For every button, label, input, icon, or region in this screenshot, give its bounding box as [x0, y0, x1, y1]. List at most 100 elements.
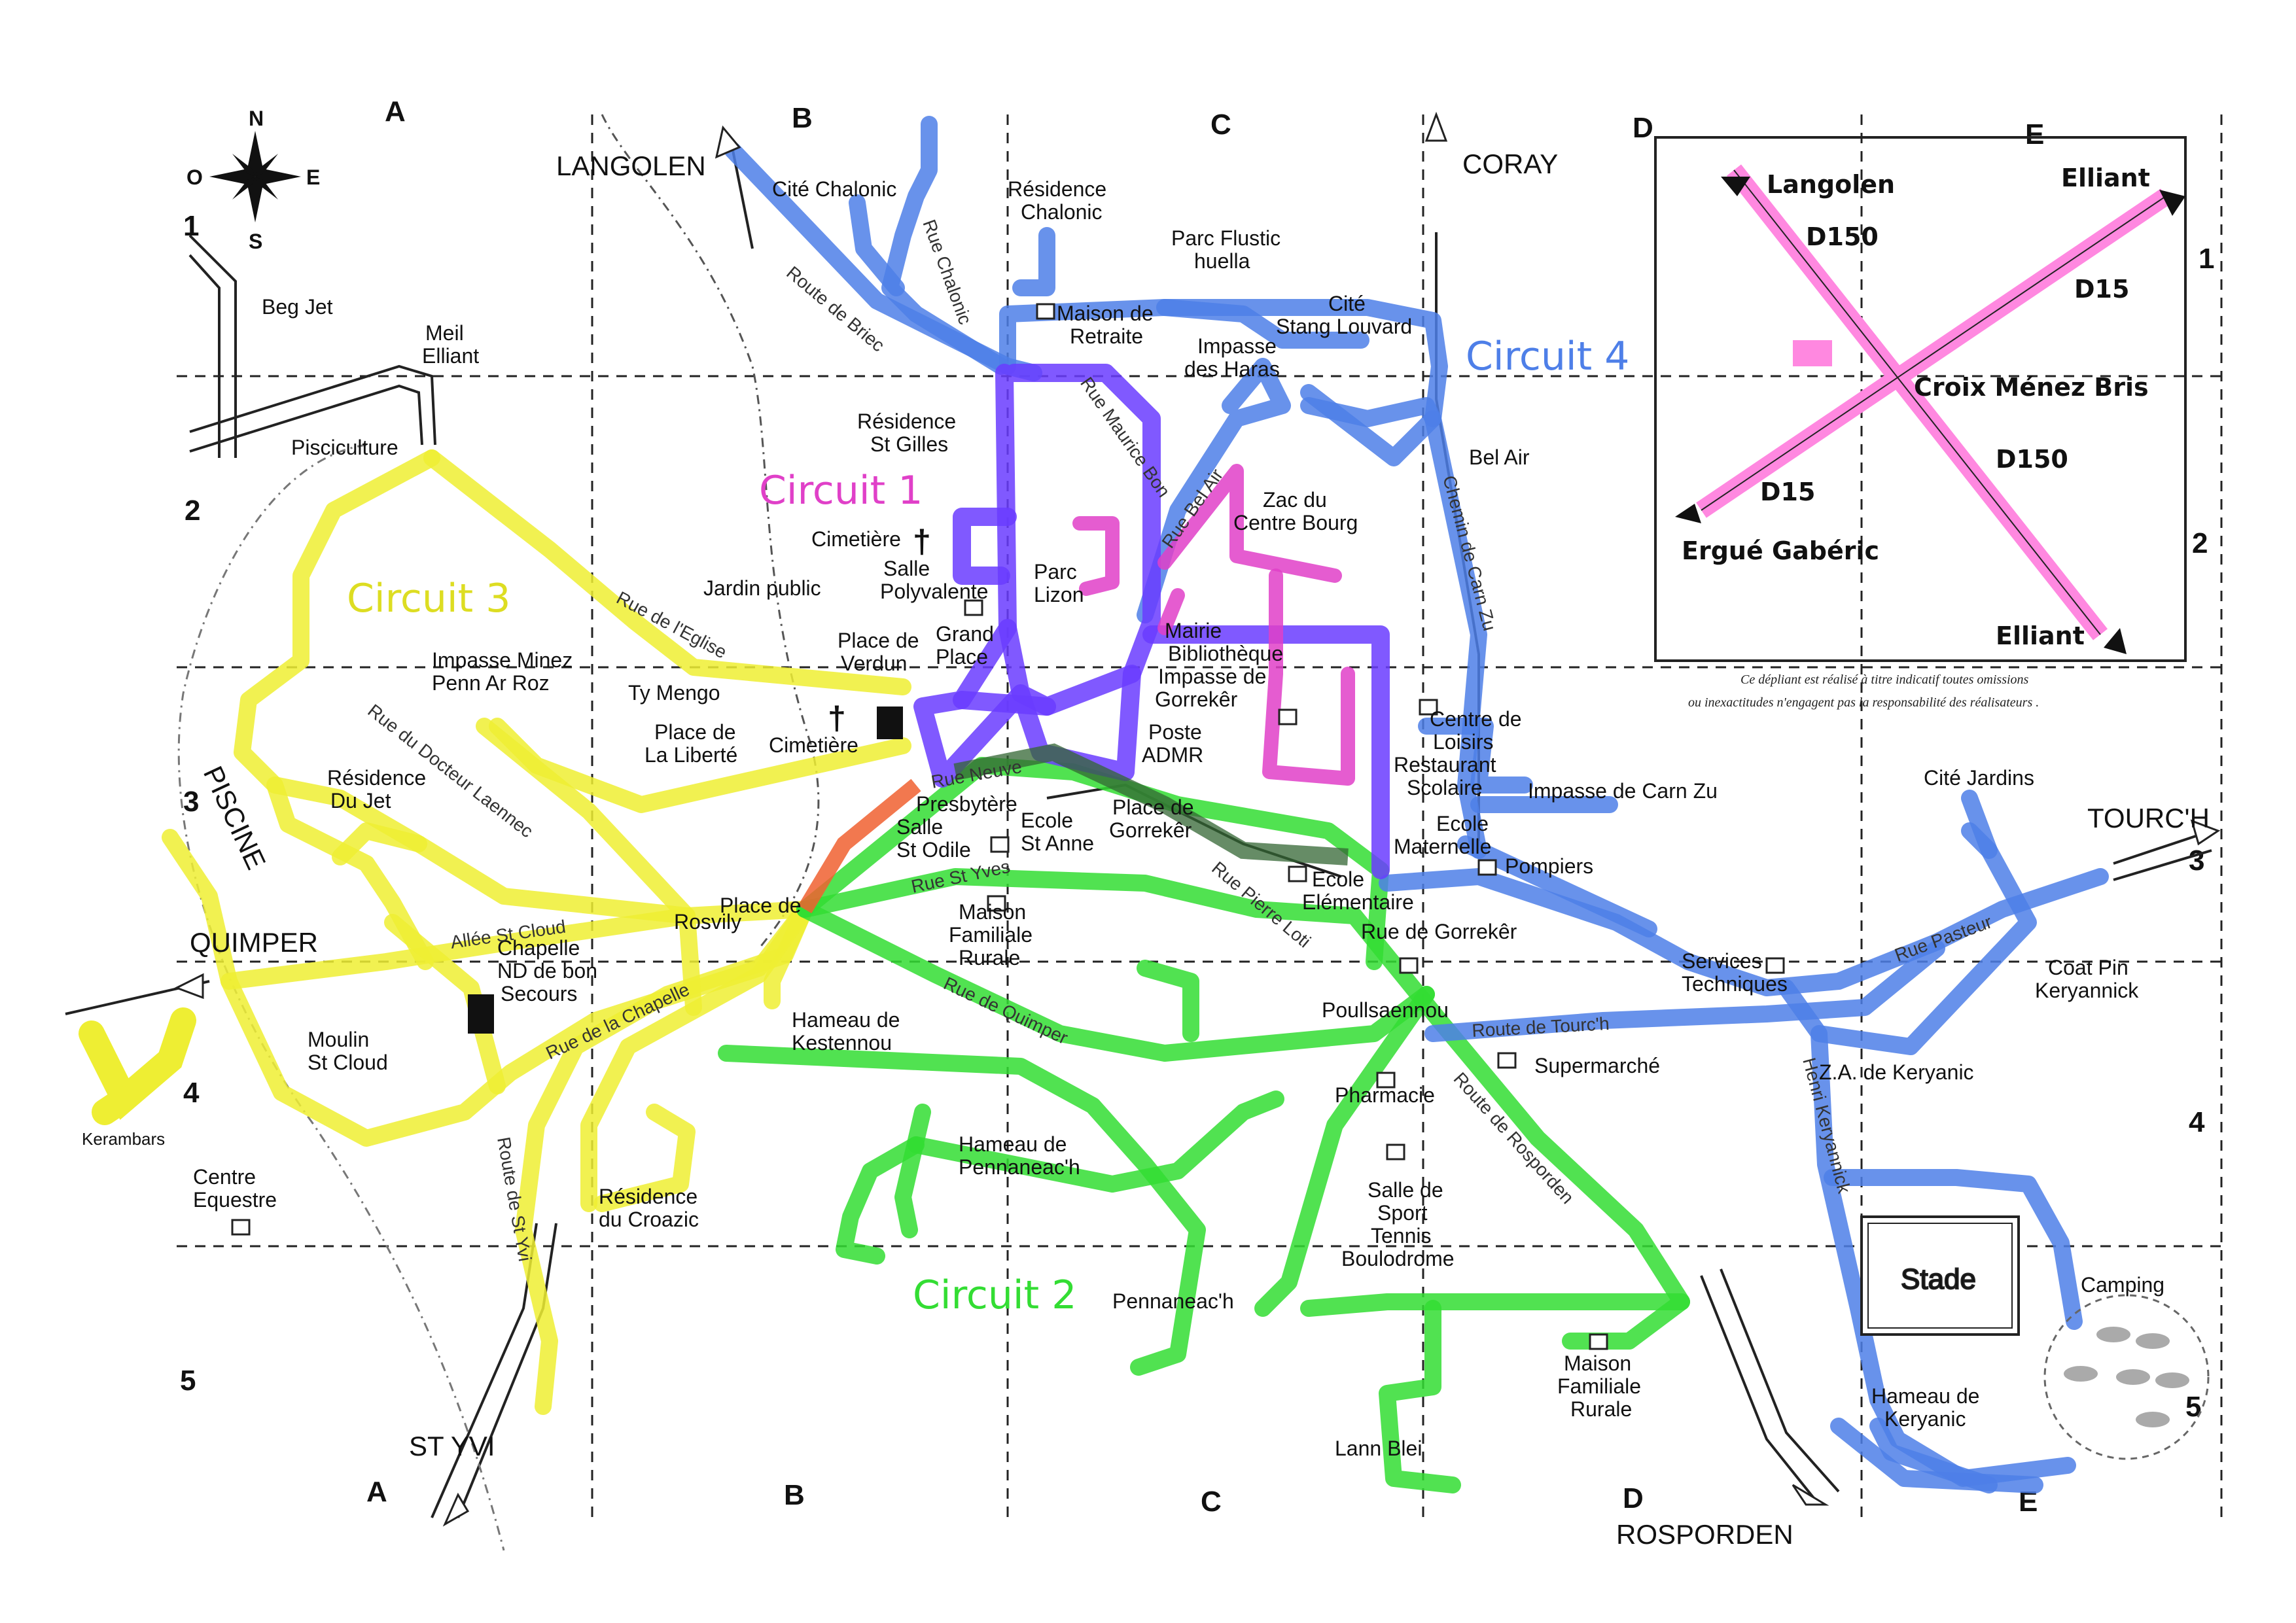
place-maison-fam-3: Rurale — [959, 946, 1020, 969]
circuit-connector-orange — [798, 778, 921, 914]
dest-coray: CORAY — [1462, 148, 1558, 179]
place-salle-odile-2: St Odile — [896, 838, 971, 862]
circuit-2-label: Circuit 2 — [913, 1272, 1076, 1318]
place-hameau-kest-1: Hameau de — [792, 1008, 900, 1032]
arrow-st-yvi-icon — [442, 1492, 470, 1527]
arrow-langolen-icon — [715, 125, 741, 159]
grid-col-c-top: C — [1210, 109, 1231, 141]
arrow-elliant-bottom-icon — [2104, 628, 2127, 654]
place-maison-fam-b-2: Familiale — [1557, 1374, 1641, 1398]
place-poste-2: ADMR — [1142, 743, 1203, 767]
cross-icon-2: † — [828, 700, 846, 737]
place-impasse-minez-1: Impasse Minez — [432, 648, 573, 672]
disclaimer-line-2: ou inexactitudes n'engagent pas la respo… — [1688, 695, 2039, 710]
place-hameau-penn-2: Pennaneac'h — [959, 1155, 1080, 1179]
circuit-1-label: Circuit 1 — [759, 468, 923, 514]
stade-label: Stade — [1901, 1263, 1976, 1295]
place-impasse-haras-2: des Haras — [1184, 357, 1280, 381]
place-chapelle-1: Chapelle — [497, 936, 580, 960]
place-services-1: Services — [1682, 949, 1762, 973]
stadium-icon — [1860, 1215, 2020, 1336]
place-cimetiere-2: Cimetière — [769, 733, 858, 757]
place-zac-1: Zac du — [1263, 488, 1327, 512]
place-hameau-kest-2: Kestennou — [792, 1031, 892, 1055]
place-place-rosvily-1: Place de — [720, 894, 802, 917]
place-parc-lizon-2: Lizon — [1034, 583, 1084, 606]
dest-rosporden: ROSPORDEN — [1616, 1519, 1793, 1550]
inset-croix: Croix Ménez Bris — [1914, 373, 2149, 402]
inset-junction-diagram: Langolen D150 Elliant D15 Croix Ménez Br… — [1654, 136, 2187, 662]
inset-d150-top: D150 — [1806, 222, 1879, 251]
place-maison-fam-1: Maison — [959, 900, 1026, 924]
place-pharmacie: Pharmacie — [1335, 1083, 1435, 1107]
place-salle-sport-4: Boulodrome — [1341, 1247, 1455, 1270]
place-beg-jet: Beg Jet — [262, 295, 333, 319]
grid-labels: A B C D E A B C D E 1 2 3 4 5 1 2 3 4 5 — [180, 96, 2214, 1518]
place-impasse-haras-1: Impasse — [1197, 334, 1277, 358]
place-ecole-anne-1: Ecole — [1021, 809, 1073, 832]
place-residence-jet-2: Du Jet — [330, 789, 391, 812]
place-ecole-mat-2: Maternelle — [1394, 835, 1491, 858]
place-maison-retraite-2: Retraite — [1070, 324, 1143, 348]
circuit-3-label: Circuit 3 — [347, 576, 510, 621]
compass-s: S — [249, 230, 262, 253]
place-parc-flustic-2: huella — [1194, 249, 1250, 273]
place-mairie: Mairie — [1165, 619, 1222, 642]
grid-row-4-right: 4 — [2189, 1106, 2205, 1138]
grid-col-d-bottom: D — [1623, 1482, 1644, 1514]
circuit-4-route — [724, 116, 2109, 1493]
circuit-1-pink — [1072, 464, 1355, 786]
place-pennaneach: Pennaneac'h — [1112, 1289, 1234, 1313]
disclaimer-line-1: Ce dépliant est réalisé à titre indicati… — [1740, 672, 2029, 687]
place-centre-equestre-1: Centre — [193, 1165, 256, 1189]
inset-d15-bottom: D15 — [1760, 478, 1815, 506]
place-place-rosvily-2: Rosvily — [674, 910, 741, 934]
circuit-3-route — [162, 449, 911, 1415]
place-place-liberte-1: Place de — [654, 720, 736, 744]
grid-row-2-right: 2 — [2192, 527, 2208, 559]
place-restaurant-1: Restaurant — [1394, 753, 1496, 777]
place-rue-gorreker: Rue de Gorrekêr — [1361, 920, 1517, 943]
kerambars-marker — [79, 1007, 196, 1125]
place-maison-fam-2: Familiale — [949, 923, 1033, 947]
place-parc-flustic-1: Parc Flustic — [1171, 226, 1280, 250]
compass-w: O — [186, 166, 203, 189]
grid-col-c-bottom: C — [1201, 1486, 1222, 1518]
grid-col-b-bottom: B — [784, 1479, 805, 1511]
grid-col-d-top: D — [1633, 112, 1653, 144]
place-hameau-penn-1: Hameau de — [959, 1132, 1067, 1156]
arrow-ergue-icon — [1675, 504, 1701, 523]
place-moulin-2: St Cloud — [308, 1051, 388, 1074]
inset-d15-top: D15 — [2074, 275, 2129, 304]
camping-label: Camping — [2081, 1273, 2164, 1297]
place-salle-sport-3: Tennis — [1371, 1224, 1432, 1248]
place-hameau-kery-2: Keryanic — [1884, 1407, 1966, 1431]
circuit-overlap-dark — [953, 743, 1349, 865]
river-le-jet — [601, 114, 820, 949]
cross-icon-1: † — [913, 523, 931, 560]
place-residence-croazic-1: Résidence — [599, 1185, 698, 1208]
place-bel-air: Bel Air — [1469, 445, 1530, 469]
grid-row-5-left: 5 — [180, 1365, 196, 1397]
place-lann-blei: Lann Blei — [1335, 1437, 1422, 1460]
place-supermarche: Supermarché — [1534, 1054, 1660, 1077]
place-poste-1: Poste — [1148, 720, 1202, 744]
place-cite-stang-1: Cité — [1328, 292, 1366, 315]
place-residence-st-gilles-1: Résidence — [857, 410, 956, 433]
dest-quimper: QUIMPER — [190, 927, 318, 958]
place-salle-odile-1: Salle — [896, 815, 943, 839]
place-jardin-public: Jardin public — [703, 576, 821, 600]
dest-kerambars: Kerambars — [82, 1129, 165, 1149]
dest-st-yvi: ST YVI — [409, 1431, 495, 1461]
grid-col-e-top: E — [2025, 118, 2044, 150]
place-place-verdun-1: Place de — [838, 629, 919, 652]
building-markers — [231, 303, 1785, 1350]
place-ecole-elem-1: Ecole — [1312, 867, 1364, 891]
place-impasse-gorreker-1: Impasse de — [1158, 665, 1266, 688]
place-place-gorreker-2: Gorrekêr — [1109, 818, 1192, 842]
grid-row-1-right: 1 — [2199, 243, 2214, 275]
place-ecole-mat-1: Ecole — [1436, 812, 1489, 835]
place-services-2: Techniques — [1682, 972, 1788, 996]
circuit-4-label: Circuit 4 — [1466, 334, 1629, 379]
place-residence-st-gilles-2: St Gilles — [870, 432, 948, 456]
